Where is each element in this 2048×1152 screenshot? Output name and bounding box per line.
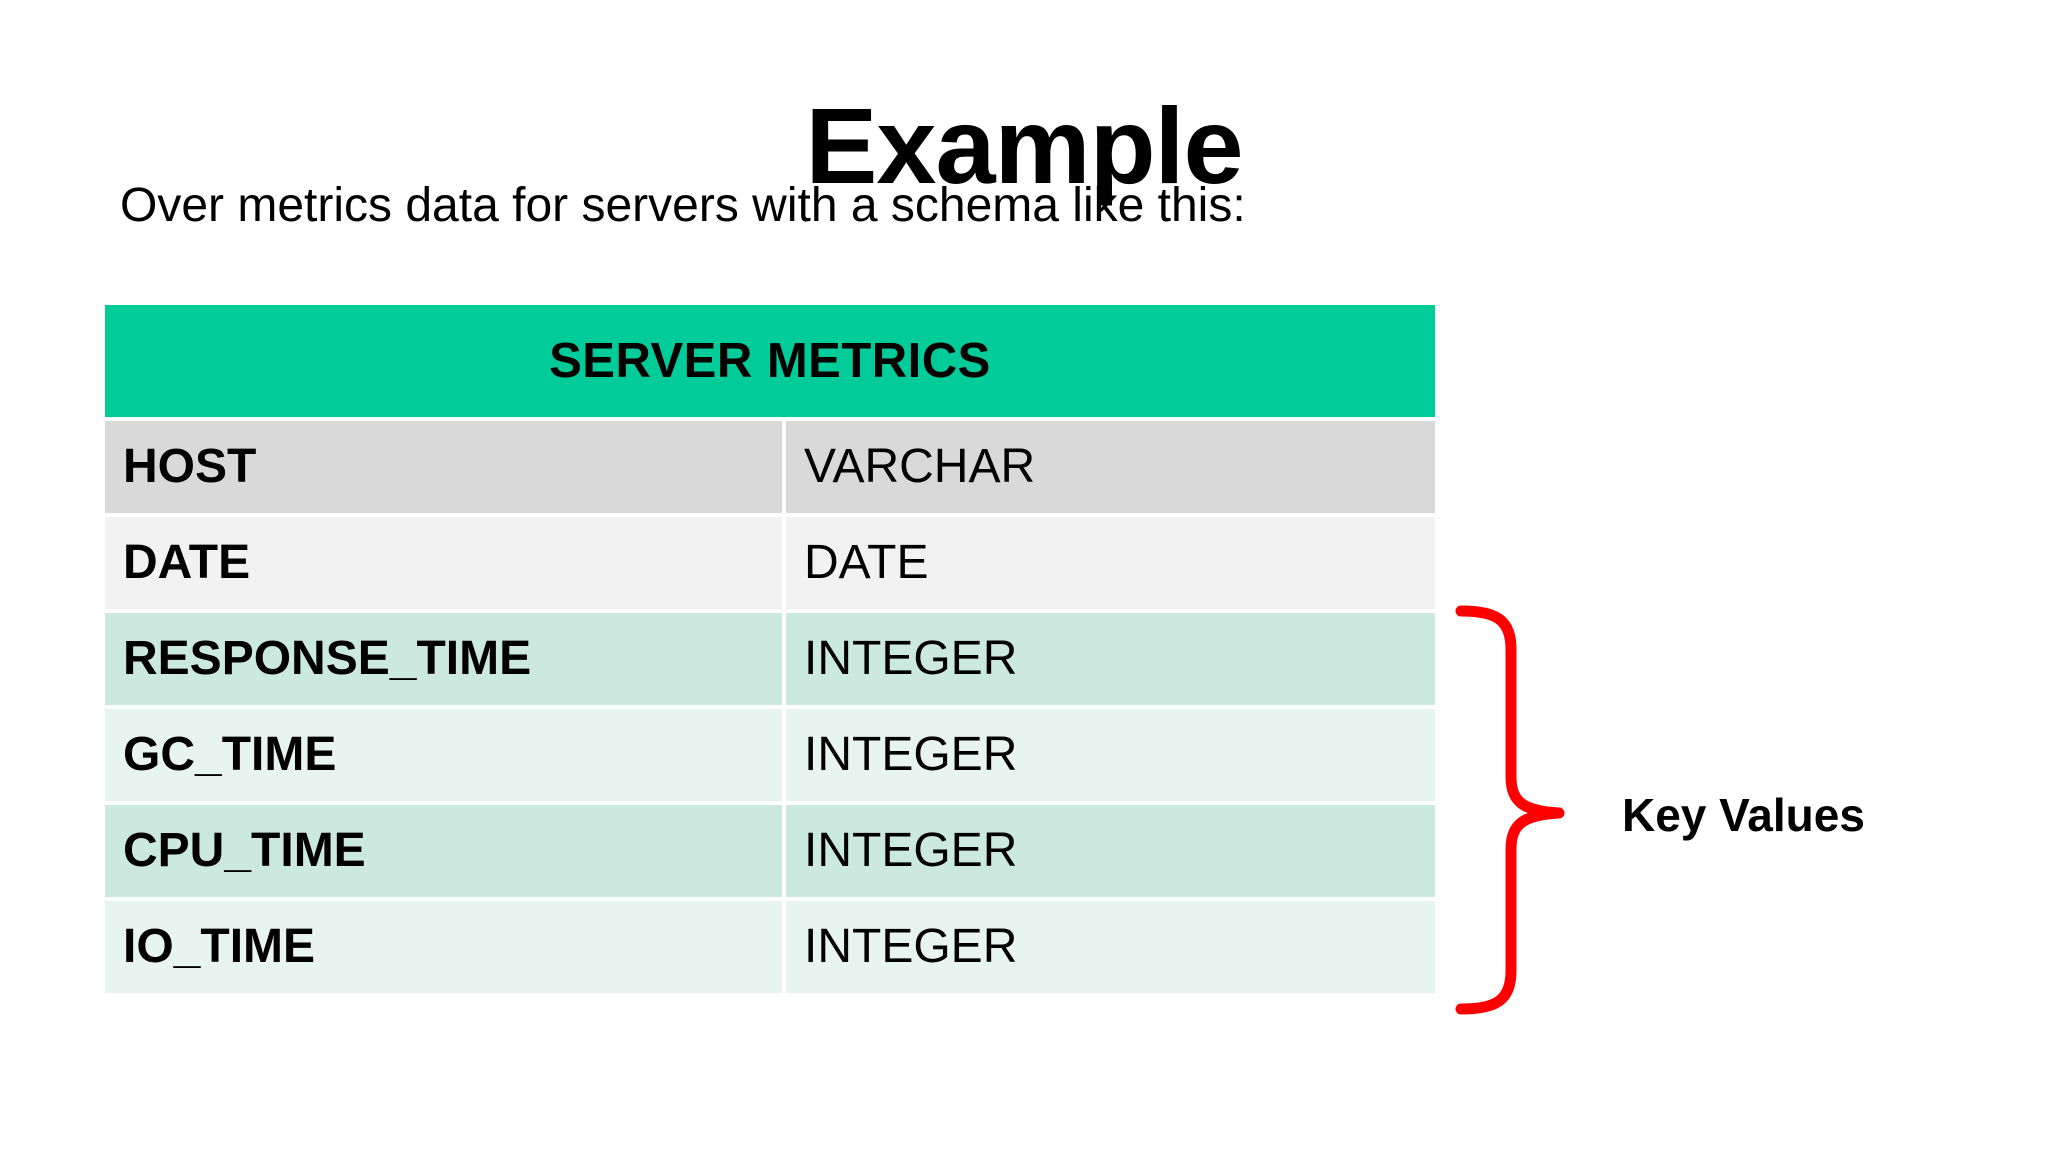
- column-name-cell: RESPONSE_TIME: [105, 613, 782, 705]
- table-body: HOST VARCHAR DATE DATE RESPONSE_TIME INT…: [105, 421, 1435, 993]
- table-row: DATE DATE: [105, 517, 1435, 609]
- table-row: IO_TIME INTEGER: [105, 901, 1435, 993]
- page-title: Example: [805, 85, 1243, 207]
- column-type-cell: INTEGER: [786, 901, 1435, 993]
- table-header: SERVER METRICS: [105, 305, 1435, 417]
- column-type-cell: INTEGER: [786, 613, 1435, 705]
- column-type-cell: VARCHAR: [786, 421, 1435, 513]
- column-name-cell: IO_TIME: [105, 901, 782, 993]
- table-row: GC_TIME INTEGER: [105, 709, 1435, 801]
- right-curly-brace-icon: [1455, 605, 1585, 1015]
- column-type-cell: DATE: [786, 517, 1435, 609]
- annotation-label-key-values: Key Values: [1622, 789, 1865, 841]
- column-type-cell: INTEGER: [786, 709, 1435, 801]
- column-type-cell: INTEGER: [786, 805, 1435, 897]
- column-name-cell: CPU_TIME: [105, 805, 782, 897]
- table-row: CPU_TIME INTEGER: [105, 805, 1435, 897]
- slide-subtitle: Over metrics data for servers with a sch…: [120, 179, 1246, 232]
- column-name-cell: HOST: [105, 421, 782, 513]
- column-name-cell: DATE: [105, 517, 782, 609]
- table-header-label: SERVER METRICS: [549, 334, 991, 388]
- schema-table: SERVER METRICS HOST VARCHAR DATE DATE RE…: [105, 305, 1435, 993]
- column-name-cell: GC_TIME: [105, 709, 782, 801]
- table-row: RESPONSE_TIME INTEGER: [105, 613, 1435, 705]
- table-row: HOST VARCHAR: [105, 421, 1435, 513]
